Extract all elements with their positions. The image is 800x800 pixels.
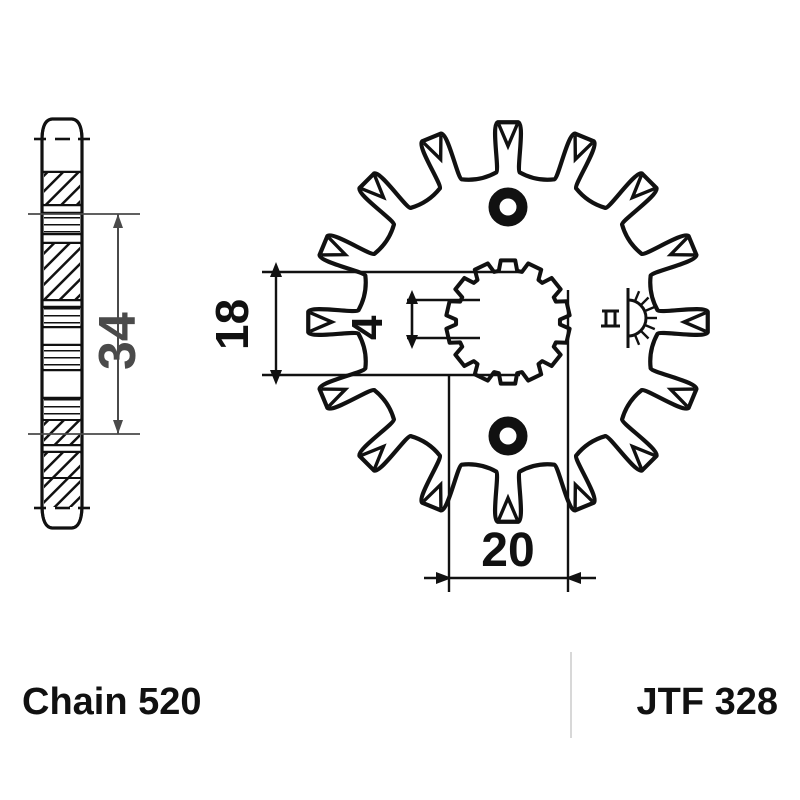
surface-finish-icon	[601, 288, 657, 348]
tooth-notch	[666, 387, 695, 408]
tooth-tip-notches	[309, 123, 707, 521]
tooth-notch	[422, 135, 443, 164]
dimension-34-label: 34	[89, 312, 147, 370]
tooth-notch	[321, 387, 350, 408]
dimension-4-label: 4	[343, 315, 392, 340]
arrow-18-bottom	[270, 370, 282, 385]
arrow-4-bottom	[406, 335, 418, 349]
tooth-notch	[321, 236, 350, 257]
side-section-view: 34	[28, 117, 147, 530]
tooth-notch	[360, 443, 387, 470]
side-step-lines	[42, 170, 82, 480]
tooth-notch	[629, 174, 656, 201]
side-centre-marks	[34, 137, 90, 510]
dimension-18: 18	[206, 262, 520, 385]
tooth-notch	[666, 236, 695, 257]
tooth-notch	[679, 311, 707, 333]
side-outline-overstroke	[40, 117, 84, 530]
surface-finish-rays	[626, 289, 657, 347]
tooth-notch	[573, 135, 594, 164]
arrow-head-up	[113, 214, 123, 228]
surface-finish-arc	[627, 298, 648, 338]
mounting-hole-bottom	[488, 416, 528, 456]
surface-finish-ray	[634, 290, 641, 301]
surface-finish-ray	[645, 305, 656, 312]
tooth-notch	[360, 174, 387, 201]
front-sprocket-view: 18 4 20	[206, 120, 710, 592]
dimension-4: 4	[343, 290, 480, 349]
surface-finish-ray	[645, 324, 656, 331]
arrow-4-top	[406, 290, 418, 304]
surface-finish-ray	[634, 335, 641, 346]
chain-label: Chain 520	[22, 681, 202, 723]
surface-finish-ray	[640, 330, 650, 340]
side-extension-lines	[28, 213, 140, 435]
spline-outline	[444, 258, 572, 386]
side-section-hatching	[44, 173, 80, 507]
arrow-20-right	[565, 572, 581, 584]
arrow-head-down	[113, 420, 123, 434]
splined-bore	[444, 258, 572, 386]
tooth-notch	[629, 443, 656, 470]
arrow-20-left	[436, 572, 452, 584]
tooth-notch	[497, 493, 519, 521]
dimension-34: 34	[89, 214, 147, 434]
dimension-20: 20	[424, 290, 596, 592]
tooth-notch	[422, 480, 443, 509]
tooth-notch	[309, 311, 337, 333]
tooth-notch	[573, 480, 594, 509]
mounting-holes	[488, 187, 528, 456]
dimension-20-label: 20	[481, 524, 534, 577]
surface-finish-ray	[640, 296, 650, 306]
part-number-label: JTF 328	[636, 681, 778, 723]
arrow-18-top	[270, 262, 282, 277]
dimension-18-label: 18	[206, 299, 258, 350]
footer-block: Chain 520 JTF 328	[22, 652, 778, 738]
tooth-notch	[497, 123, 519, 151]
mounting-hole-top	[488, 187, 528, 227]
